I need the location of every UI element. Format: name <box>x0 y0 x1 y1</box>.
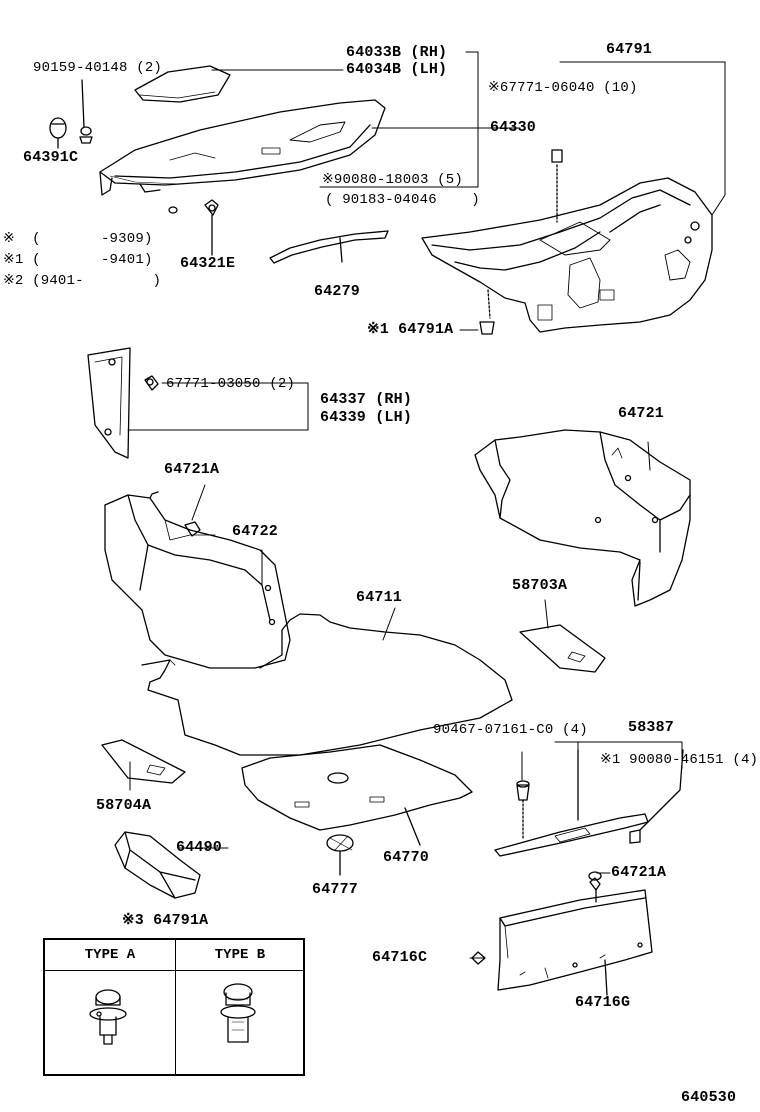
screw-90159 <box>79 79 93 144</box>
side-trim-lh-64722 <box>104 491 291 669</box>
label-64034b: 64034B (LH) <box>346 61 448 78</box>
label-64777: 64777 <box>312 881 359 898</box>
label-67771-03050: 67771-03050 (2) <box>166 376 296 392</box>
leader-lines <box>127 51 726 959</box>
plug-64777 <box>326 834 354 876</box>
fastener-type-a-drawing <box>89 989 127 1045</box>
label-90080-46151: ※1 90080-46151 (4) <box>600 752 759 768</box>
label-90159-40148: 90159-40148 (2) <box>33 60 163 76</box>
label-58704a: 58704A <box>96 797 152 814</box>
label-64033b: 64033B (RH) <box>346 44 448 61</box>
label-67771-06040: ※67771-06040 (10) <box>488 80 638 96</box>
label-64279: 64279 <box>314 283 361 300</box>
label-64721: 64721 <box>618 405 665 422</box>
panel-58703a <box>519 624 606 673</box>
type-b-header: TYPE B <box>214 947 266 963</box>
fastener-type-b-drawing <box>220 983 256 1043</box>
spare-tire-cover-64770 <box>241 744 473 846</box>
weatherstrip-64279 <box>269 230 389 264</box>
label-64791: 64791 <box>606 41 653 58</box>
label-64791a: ※1 64791A <box>367 321 454 338</box>
clips-small <box>168 199 219 256</box>
label-64391c: 64391C <box>23 149 79 166</box>
label-64330: 64330 <box>490 119 537 136</box>
panel-58704a <box>101 739 186 784</box>
label-58387: 58387 <box>628 719 675 736</box>
label-64721a-upper: 64721A <box>164 461 220 478</box>
legend-line-1: ※ ( -9309) <box>3 231 153 247</box>
legend-line-3: ※2 (9401- ) <box>3 273 162 289</box>
label-64321e: 64321E <box>180 255 236 272</box>
label-90467-07161: 90467-07161-C0 (4) <box>433 722 588 738</box>
fastener-type-table: TYPE A TYPE B <box>43 938 305 1076</box>
lid-frame-trim-64337 <box>87 347 159 459</box>
table-divider-horizontal <box>45 970 303 971</box>
label-58703a: 58703A <box>512 577 568 594</box>
floor-mat-64711 <box>141 613 513 756</box>
label-64716g: 64716G <box>575 994 631 1011</box>
label-64337: 64337 (RH) <box>320 391 413 408</box>
label-64711: 64711 <box>356 589 403 606</box>
label-64770: 64770 <box>383 849 430 866</box>
table-caption: ※3 64791A <box>122 912 209 929</box>
package-tray-trim-64330 <box>99 99 386 196</box>
clip-64391c <box>49 117 67 149</box>
label-64721a-lower: 64721A <box>611 864 667 881</box>
table-divider-vertical <box>175 940 176 1074</box>
legend-line-2: ※1 ( -9401) <box>3 252 153 268</box>
type-a-header: TYPE A <box>84 947 136 963</box>
label-64722: 64722 <box>232 523 279 540</box>
trunk-lid-trim-64791 <box>421 149 713 335</box>
figure-number: 640530 <box>681 1089 737 1106</box>
tray-64490 <box>114 831 201 899</box>
label-90080-18003: ※90080-18003 (5) <box>322 172 463 188</box>
side-trim-rh-64721 <box>474 429 691 607</box>
label-90183-04046: ( 90183-04046 ) <box>325 192 480 208</box>
rear-panel-trim-64716g <box>471 871 653 996</box>
label-64490: 64490 <box>176 839 223 856</box>
label-64339: 64339 (LH) <box>320 409 413 426</box>
label-64716c: 64716C <box>372 949 428 966</box>
package-tray-pad-64033b <box>134 65 231 103</box>
